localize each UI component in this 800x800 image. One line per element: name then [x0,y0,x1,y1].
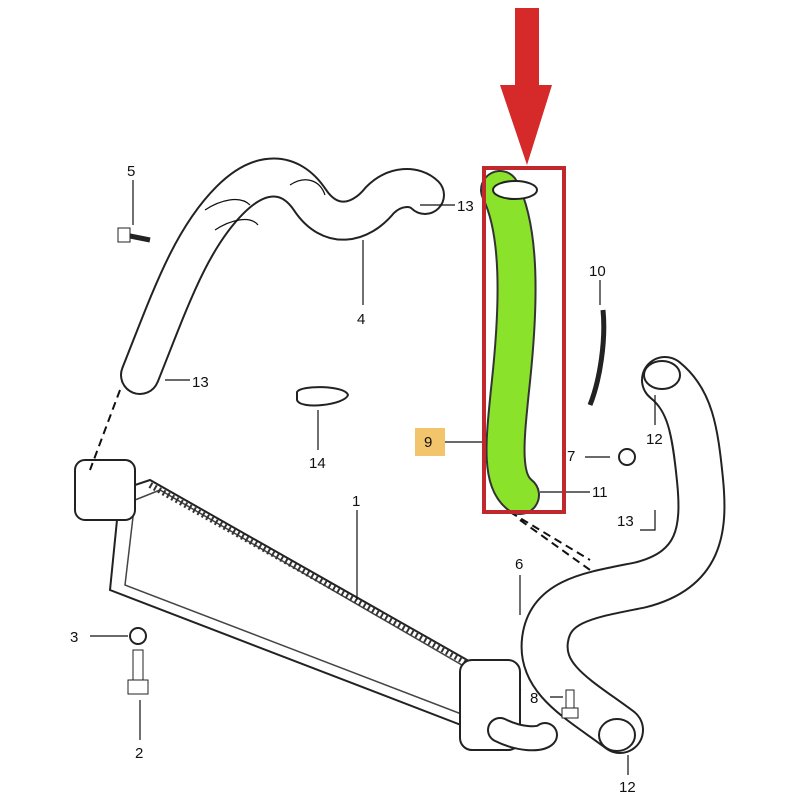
highlighted-hose-part-9 [480,170,540,515]
hose-part-6 [520,356,726,754]
label-8: 8 [530,690,538,707]
label-5: 5 [127,163,135,180]
label-9-badge [415,428,445,456]
strap-part-10 [587,309,607,406]
leader-lines [89,180,656,775]
intercooler-part-1 [74,459,558,752]
highlight-box [482,166,566,514]
label-6: 6 [515,556,523,573]
hose-part-4 [120,157,445,395]
nut-part-7 [618,448,636,466]
label-2: 2 [135,745,143,762]
part-labels: 5 13 4 10 13 12 9 7 14 11 1 13 6 3 8 2 1… [70,163,663,796]
label-10: 10 [589,263,606,280]
label-13: 13 [192,374,209,391]
label-12: 12 [646,431,663,448]
washer-part-3 [129,627,147,645]
label-3: 3 [70,629,78,646]
label-4: 4 [357,311,365,328]
bolt-part-5 [117,227,151,243]
label-12: 12 [619,779,636,796]
bracket-part-14 [296,386,350,407]
label-13: 13 [457,198,474,215]
label-9: 9 [424,434,432,451]
red-arrow-icon [500,8,552,165]
label-7: 7 [567,448,575,465]
label-11: 11 [592,484,608,501]
label-14: 14 [309,455,326,472]
bolt-part-2 [127,649,149,695]
label-1: 1 [352,493,360,510]
bolt-part-8 [561,689,579,719]
label-13: 13 [617,513,634,530]
